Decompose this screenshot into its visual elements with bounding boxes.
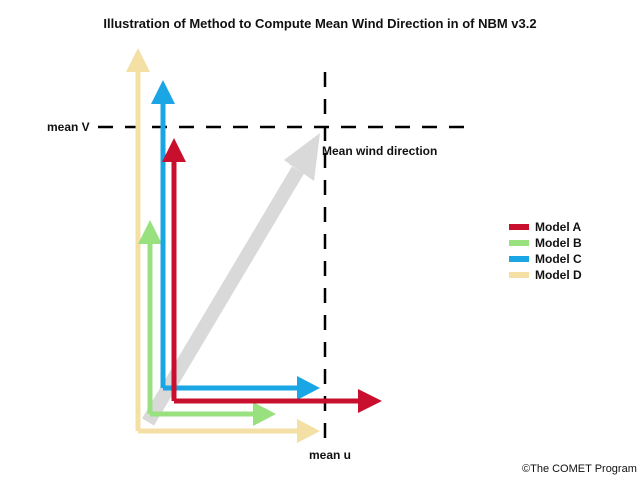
legend-label-model-a: Model A: [535, 220, 582, 234]
legend-label-model-b: Model B: [535, 236, 582, 250]
model-a-vectors: [162, 138, 382, 413]
mean-v-label: mean V: [47, 120, 90, 134]
legend-label-model-d: Model D: [535, 268, 582, 282]
legend-swatch-model-c: [509, 256, 529, 262]
model-b-vectors: [138, 220, 276, 426]
model-d-vectors: [126, 48, 320, 443]
diagram-title: Illustration of Method to Compute Mean W…: [103, 16, 536, 31]
credit-text: ©The COMET Program: [522, 463, 637, 475]
mean-u-label: mean u: [309, 448, 351, 462]
legend: Model A Model B Model C Model D: [509, 220, 582, 282]
model-c-vectors: [151, 80, 320, 400]
mean-direction-label: Mean wind direction: [322, 144, 437, 158]
legend-swatch-model-d: [509, 272, 529, 278]
legend-swatch-model-b: [509, 240, 529, 246]
legend-label-model-c: Model C: [535, 252, 582, 266]
legend-swatch-model-a: [509, 224, 529, 230]
